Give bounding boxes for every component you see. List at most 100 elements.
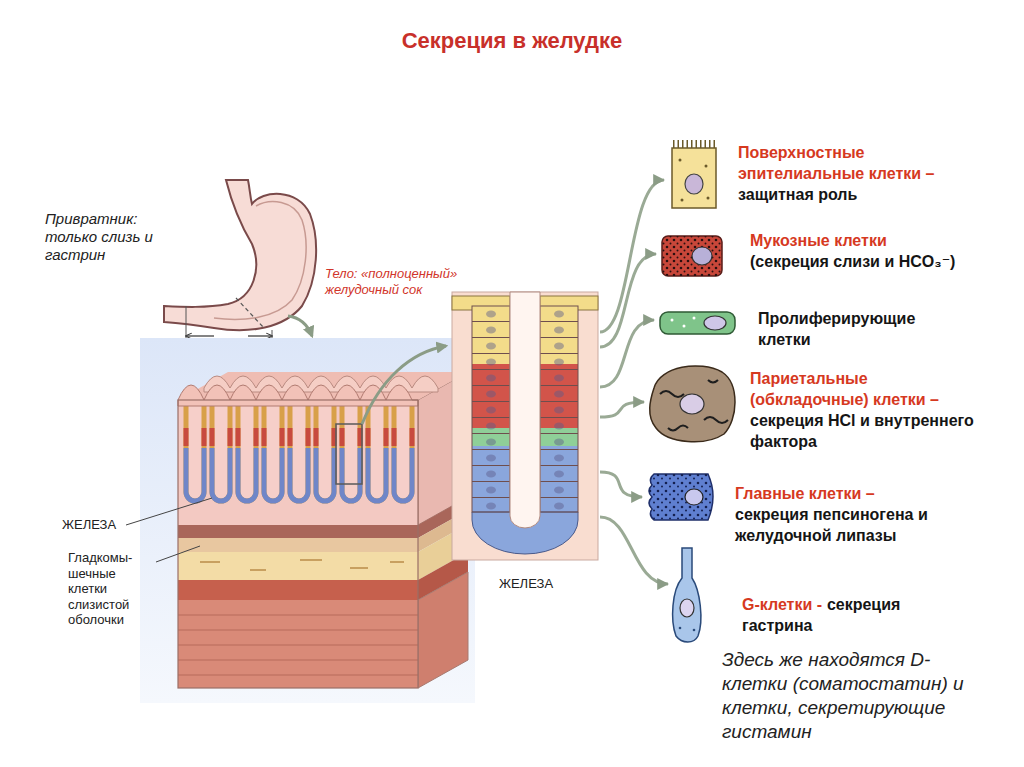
- text-holder: Мукозные клетки(секреция слизи и HCO₃⁻): [750, 230, 1000, 272]
- tissue-block: [178, 400, 418, 525]
- cell-icon: [672, 148, 716, 208]
- tissue-block: [186, 404, 204, 501]
- part-label: Гладкомы- шечные клетки слизистой оболоч…: [68, 550, 152, 628]
- region-note: Тело: «полноценный» желудочный сок: [325, 266, 460, 297]
- tissue-block: [178, 400, 418, 688]
- cell-icon: [660, 380, 728, 431]
- cell-icon: [649, 144, 735, 642]
- leader-line: [126, 498, 212, 562]
- cell-icon: [671, 319, 674, 322]
- cell-icon: [679, 627, 682, 630]
- stomach-drawing: [164, 180, 316, 330]
- cell-icon: [681, 199, 684, 202]
- tissue-block: [418, 572, 468, 688]
- gland-drawing: [510, 292, 540, 528]
- cell-icon: [683, 325, 686, 328]
- cell-icon: [673, 548, 701, 642]
- cell-icon: [685, 174, 703, 194]
- cell-icon: [679, 159, 682, 162]
- tissue-block: [178, 615, 418, 675]
- stomach-drawing: [248, 335, 272, 336]
- connector-arrow: [600, 517, 668, 584]
- cell-description: Париетальные (обкладочные) клетки –секре…: [644, 366, 980, 456]
- zoom-arrow: [288, 316, 312, 336]
- gland-drawing: [540, 306, 578, 512]
- connector-arrow: [600, 320, 654, 387]
- cell-icon: [662, 236, 722, 276]
- connector-arrow: [600, 402, 644, 417]
- text-holder: Главные клетки –секреция пепсиногена и ж…: [735, 483, 950, 546]
- text-holder: Париетальные (обкладочные) клетки –секре…: [750, 368, 980, 452]
- cell-icon: [680, 599, 694, 617]
- tissue-block: [178, 538, 418, 552]
- tissue-block: [200, 560, 404, 570]
- cell-icon: [673, 140, 716, 148]
- cell-icon: [693, 317, 696, 320]
- tissue-block: [178, 600, 418, 688]
- gland-drawing: [452, 292, 598, 560]
- tissue-block: [316, 404, 334, 501]
- cell-name: Мукозные клетки: [750, 230, 1000, 251]
- connector-arrow: [600, 180, 664, 332]
- tissue-block: [290, 404, 308, 501]
- cell-icon: [685, 489, 703, 505]
- cell-function: секреция HCl и внутреннего фактора: [750, 410, 980, 452]
- tissue-block: [342, 404, 360, 501]
- text-holder: G-клетки -секреция гастрина: [742, 594, 957, 636]
- text-holder: Поверхностные эпителиальные клетки –защи…: [738, 142, 978, 205]
- cell-icon: [693, 629, 696, 632]
- region-note: Привратник: только слизь и гастрин: [45, 210, 185, 264]
- cell-function: защитная роль: [738, 184, 978, 205]
- text-holder: Пролиферирующие клетки: [758, 308, 958, 350]
- cell-icon: [680, 394, 704, 414]
- tissue-block: [178, 552, 418, 580]
- connector-arrow: [600, 254, 656, 347]
- zoom-arrow: [362, 346, 446, 424]
- stomach-drawing: [214, 202, 306, 320]
- leader-line: [126, 498, 212, 525]
- cell-icon: [704, 316, 726, 330]
- cell-icon: [705, 165, 708, 168]
- cell-function: (секреция слизи и HCO₃⁻): [750, 251, 1000, 272]
- cell-description: Мукозные клетки(секреция слизи и HCO₃⁻): [656, 228, 1000, 278]
- cell-description: Пролиферирующие клетки: [654, 306, 958, 354]
- gland-panel: ЖЕЛЕЗА: [452, 292, 600, 560]
- cell-icon: [692, 247, 712, 265]
- tissue-block: [140, 338, 475, 703]
- cell-name: ЖЕЛЕЗА: [452, 576, 600, 591]
- text-holder: ЖЕЛЕЗА: [452, 576, 600, 591]
- tissue-block: [140, 338, 475, 703]
- cell-name: Главные клетки –: [735, 483, 950, 504]
- cell-description: Главные клетки –секреция пепсиногена и ж…: [642, 470, 950, 550]
- stomach-drawing: [236, 298, 264, 328]
- diagram-title: Секреция в желудке: [0, 28, 1024, 54]
- gland-drawing: [452, 292, 598, 560]
- cell-icon: [662, 236, 722, 276]
- leader-line: [156, 546, 200, 562]
- stomach-drawing: [164, 180, 316, 344]
- tissue-block: [368, 404, 386, 501]
- cell-description: Поверхностные эпителиальные клетки –защи…: [664, 138, 978, 212]
- cell-name: Пролиферирующие клетки: [758, 308, 958, 350]
- tissue-block: [264, 404, 282, 501]
- tissue-block: [238, 404, 256, 501]
- cell-icon: [649, 474, 713, 520]
- stomach-drawing: [186, 335, 214, 336]
- tissue-block: [212, 404, 230, 501]
- tissue-block: [178, 580, 418, 600]
- cell-function: секреция пепсиногена и желудочной липазы: [735, 504, 950, 546]
- cell-icon: [660, 312, 735, 334]
- cell-icon: [649, 474, 713, 520]
- tissue-block: [336, 424, 362, 484]
- gland-drawing: [472, 306, 510, 512]
- cell-name: Поверхностные эпителиальные клетки –: [738, 142, 978, 184]
- cell-name: G-клетки -: [742, 596, 822, 613]
- connector-arrow: [600, 472, 642, 497]
- part-label: ЖЕЛЕЗА: [62, 517, 132, 533]
- tissue-block: [178, 525, 418, 538]
- cell-name: Париетальные (обкладочные) клетки –: [750, 368, 980, 410]
- footnote: Здесь же находятся D- клетки (соматостат…: [722, 648, 984, 744]
- cell-description: G-клетки -секреция гастрина: [668, 548, 957, 643]
- cell-icon: [707, 197, 710, 200]
